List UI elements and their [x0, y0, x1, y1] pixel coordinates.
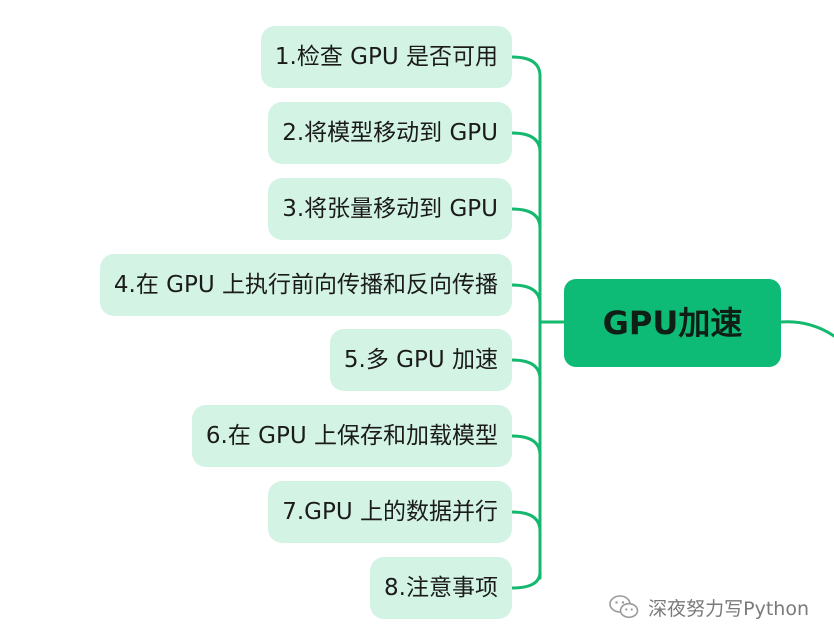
connector-branch-5: [510, 358, 542, 381]
branch-label: 1.检查 GPU 是否可用: [274, 44, 498, 70]
branch-node-8[interactable]: 8.注意事项: [370, 557, 512, 619]
branch-label: 6.在 GPU 上保存和加载模型: [205, 423, 498, 449]
branch-label: 2.将模型移动到 GPU: [282, 120, 498, 146]
connector-branch-7: [510, 510, 542, 533]
connector-right: [779, 320, 834, 338]
connector-branch-6: [510, 434, 542, 457]
branch-label: 8.注意事项: [384, 575, 498, 601]
branch-node-2[interactable]: 2.将模型移动到 GPU: [268, 102, 512, 164]
branch-node-1[interactable]: 1.检查 GPU 是否可用: [260, 26, 512, 88]
branch-node-4[interactable]: 4.在 GPU 上执行前向传播和反向传播: [99, 254, 512, 316]
branch-label: 3.将张量移动到 GPU: [282, 196, 498, 222]
connector-branch-8: [510, 570, 542, 590]
central-label: GPU加速: [602, 304, 743, 342]
watermark: 深夜努力写Python: [608, 592, 809, 622]
connector-branch-4: [510, 283, 542, 306]
branch-node-3[interactable]: 3.将张量移动到 GPU: [268, 178, 512, 240]
connector-branch-1: [510, 55, 542, 78]
connector-branch-3: [510, 207, 542, 230]
wechat-icon: [608, 594, 640, 620]
branch-label: 7.GPU 上的数据并行: [282, 499, 498, 525]
branch-label: 4.在 GPU 上执行前向传播和反向传播: [113, 272, 498, 298]
branch-node-7[interactable]: 7.GPU 上的数据并行: [268, 481, 512, 543]
branch-label: 5.多 GPU 加速: [343, 347, 498, 373]
connector-branch-2: [510, 131, 542, 154]
watermark-text: 深夜努力写Python: [648, 597, 809, 620]
branch-node-6[interactable]: 6.在 GPU 上保存和加载模型: [191, 405, 512, 467]
branch-node-5[interactable]: 5.多 GPU 加速: [329, 329, 512, 391]
central-node[interactable]: GPU加速: [564, 279, 781, 367]
